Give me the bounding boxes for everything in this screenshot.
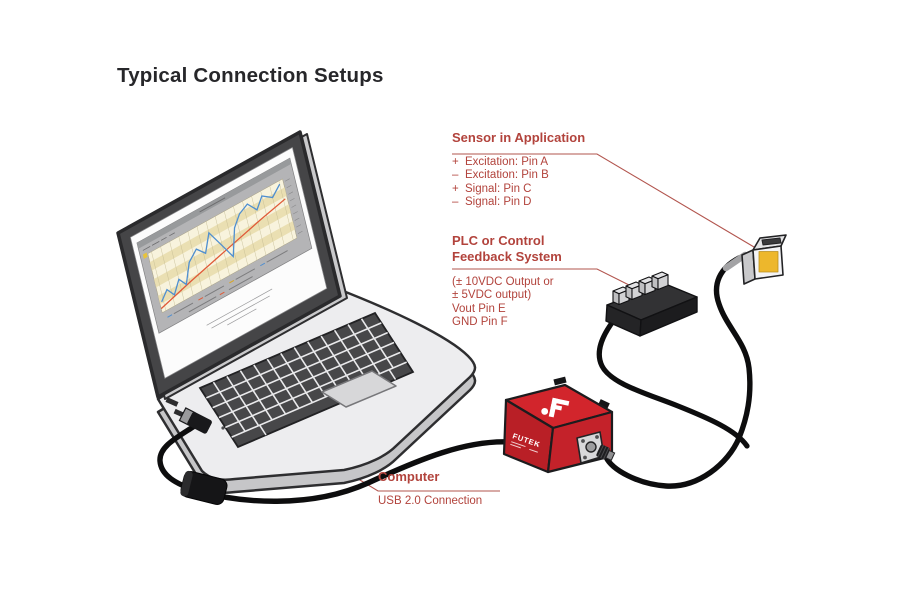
plc-cable xyxy=(596,317,750,449)
sensor-pin-row: –Signal: Pin D xyxy=(452,196,532,209)
plc-detail-line: GND Pin F xyxy=(452,316,508,329)
plc-label-heading-line1: PLC or Control xyxy=(452,233,545,248)
laptop xyxy=(118,132,475,493)
futek-amplifier: FUTEK xyxy=(502,376,616,474)
laptop-screen xyxy=(130,147,326,378)
plc-detail-list: (± 10VDC Output or ± 5VDC output) Vout P… xyxy=(452,276,554,330)
amplifier-side-tab xyxy=(597,399,610,410)
amplifier-top-tab xyxy=(553,376,567,386)
ferrite-bead xyxy=(180,470,228,505)
screen-chart-window xyxy=(137,158,312,333)
output-connector-icon xyxy=(576,431,616,464)
laptop-side-button xyxy=(221,426,225,430)
computer-label-heading: Computer xyxy=(378,469,440,484)
sensor-cable xyxy=(603,255,753,489)
plc-detail-line: (± 10VDC Output or xyxy=(452,276,554,288)
plc-block xyxy=(605,271,698,337)
chart-line-red xyxy=(152,199,294,309)
page-title: Typical Connection Setups xyxy=(117,64,384,87)
laptop-trackpad xyxy=(321,370,397,408)
sensor-leader-line xyxy=(452,153,755,248)
plc-detail-line: ± 5VDC output) xyxy=(452,289,532,302)
sensor-label-sticker xyxy=(758,251,779,273)
chart-line-blue xyxy=(150,184,290,302)
usb-cable xyxy=(157,424,513,504)
sensor-pin-list: +Excitation: Pin A –Excitation: Pin B +S… xyxy=(452,156,549,210)
sensor-label-heading: Sensor in Application xyxy=(452,130,586,145)
plc-terminals xyxy=(612,271,669,306)
computer-sublabel: USB 2.0 Connection xyxy=(378,495,483,507)
sensor-pin-row: +Signal: Pin C xyxy=(452,182,532,195)
usb-plug xyxy=(178,407,212,434)
plc-detail-line: Vout Pin E xyxy=(452,302,506,315)
sensor-pin-row: –Excitation: Pin B xyxy=(452,169,549,182)
plc-label-heading-line2: Feedback System xyxy=(452,248,562,264)
sensor-pin-row: +Excitation: Pin A xyxy=(452,156,549,168)
sensor-device xyxy=(741,234,787,285)
futek-logo-icon xyxy=(541,397,570,418)
plc-leader-line xyxy=(452,268,642,292)
